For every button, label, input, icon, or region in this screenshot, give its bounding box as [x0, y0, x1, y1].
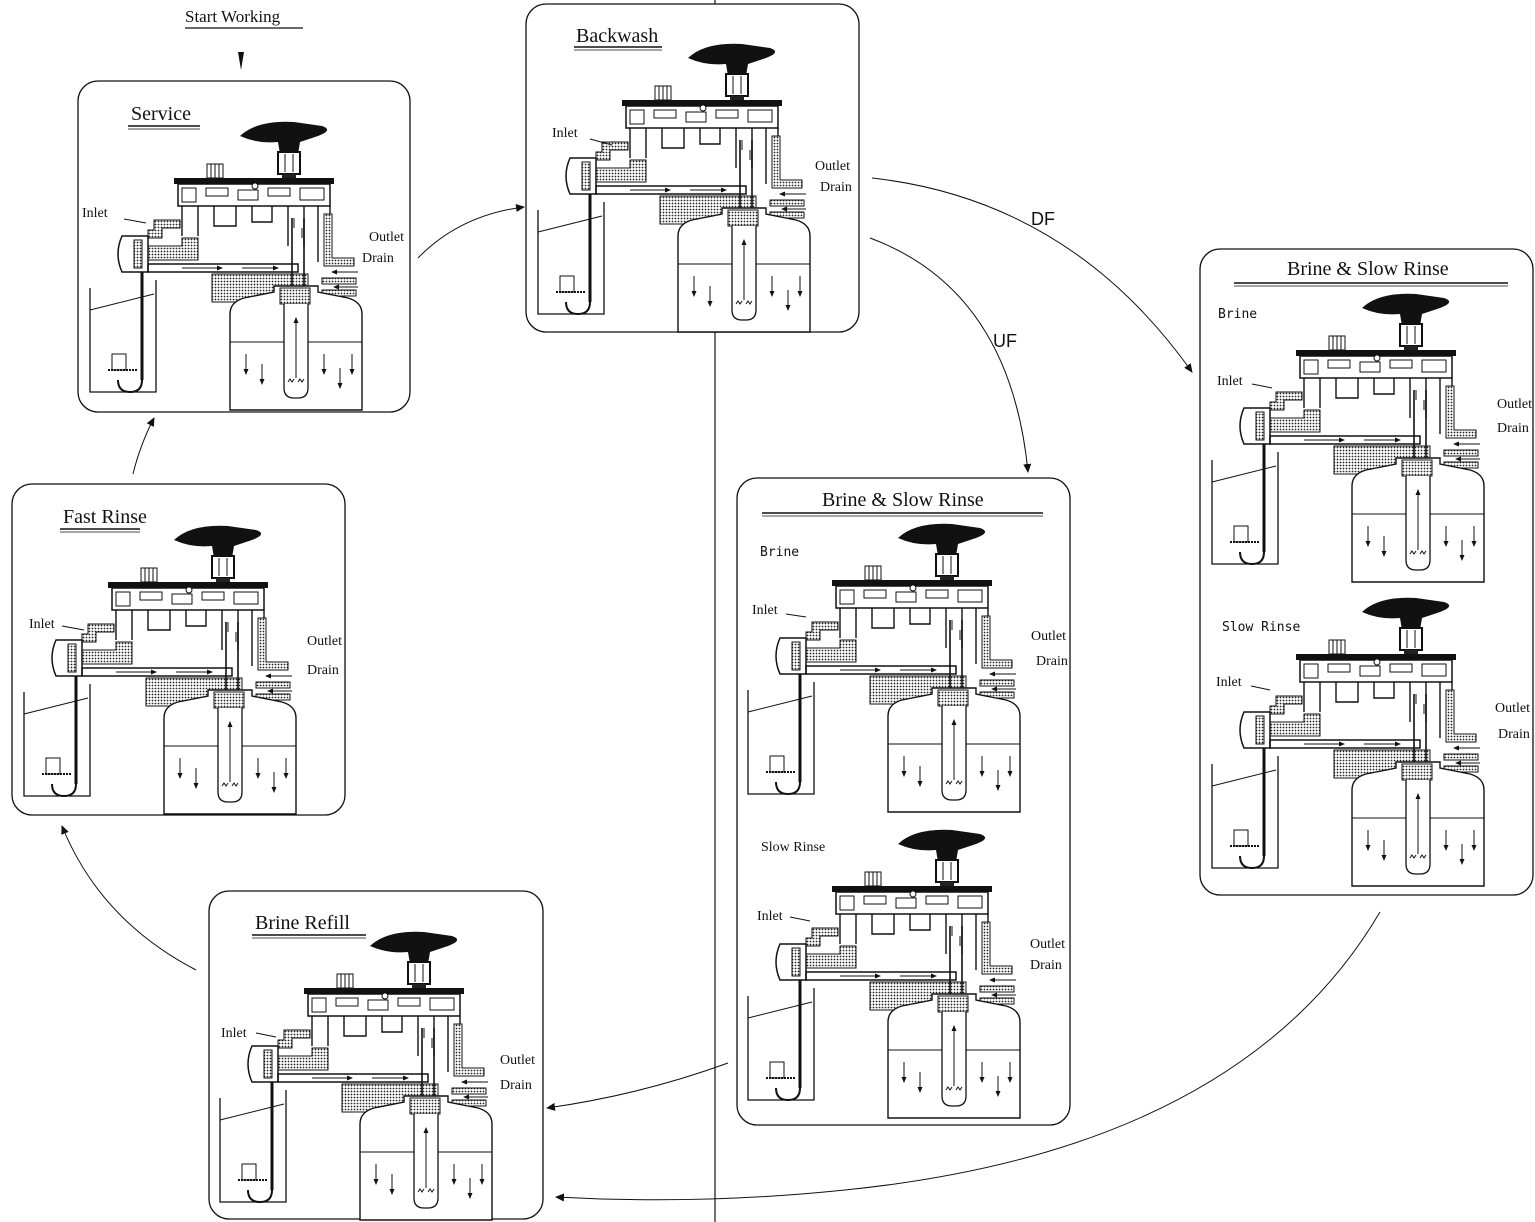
drain-label: Drain: [1030, 958, 1062, 973]
arrow-service-to-backwash: [417, 204, 525, 259]
inlet-label: Inlet: [221, 1026, 247, 1041]
arrow-brine-refill-to-fast-rinse: [61, 825, 197, 971]
outlet-label: Outlet: [500, 1053, 535, 1068]
outlet-label: Outlet: [307, 634, 342, 649]
outlet-label: Outlet: [369, 230, 404, 245]
inlet-label: Inlet: [757, 909, 783, 924]
slow-rinse-sublabel: Slow Rinse: [1222, 620, 1300, 635]
inlet-label: Inlet: [1217, 374, 1243, 389]
panel-title: Fast Rinse: [63, 506, 147, 528]
arrow-backwash-to-uf: [869, 237, 1032, 473]
outlet-label: Outlet: [1031, 629, 1066, 644]
outlet-label: Outlet: [815, 159, 850, 174]
panel-title: Brine & Slow Rinse: [1287, 258, 1449, 280]
panel-backwash: Backwash Inlet Outlet Drain: [525, 3, 860, 332]
arrow-uf-to-brine-refill: [546, 1062, 729, 1111]
arrow-fast-rinse-to-service: [132, 417, 155, 475]
drain-label: Drain: [500, 1078, 532, 1093]
slow-rinse-sublabel: Slow Rinse: [761, 840, 825, 855]
start-working-text: Start Working: [185, 7, 281, 26]
outlet-label: Outlet: [1030, 937, 1065, 952]
drain-label: Drain: [1498, 727, 1530, 742]
inlet-label: Inlet: [1216, 675, 1242, 690]
drain-label: Drain: [307, 663, 339, 678]
drain-label: Drain: [1497, 421, 1529, 436]
inlet-label: Inlet: [752, 603, 778, 618]
drain-label: Drain: [362, 251, 394, 266]
inlet-label: Inlet: [82, 206, 108, 221]
brine-sublabel: Brine: [760, 545, 799, 560]
uf-label: UF: [993, 331, 1017, 351]
panel-title: Service: [131, 103, 191, 125]
inlet-label: Inlet: [552, 126, 578, 141]
panel-title: Backwash: [576, 25, 658, 47]
start-working-label: Start Working: [185, 7, 303, 70]
drain-label: Drain: [1036, 654, 1068, 669]
outlet-label: Outlet: [1497, 397, 1532, 412]
panel-fast-rinse: Fast Rinse Inlet Outlet Drain: [11, 483, 346, 816]
panel-brine-slow-rinse-uf: Brine & Slow Rinse Brine Inlet Outlet Dr…: [736, 477, 1071, 1126]
panel-service: Service Inlet Outlet Drain: [77, 80, 411, 413]
arrow-df-to-brine-refill: [555, 911, 1381, 1202]
df-label: DF: [1031, 209, 1055, 229]
outlet-label: Outlet: [1495, 701, 1530, 716]
arrow-backwash-to-df: [871, 177, 1193, 373]
panel-brine-refill: Brine Refill Inlet Outlet Drain: [208, 890, 544, 1220]
brine-sublabel: Brine: [1218, 307, 1257, 322]
panel-title: Brine Refill: [255, 912, 350, 934]
start-arrow-icon: [238, 52, 244, 70]
panel-title: Brine & Slow Rinse: [822, 489, 984, 511]
drain-label: Drain: [820, 180, 852, 195]
inlet-label: Inlet: [29, 617, 55, 632]
panel-brine-slow-rinse-df: Brine & Slow Rinse Brine Inlet Outlet Dr…: [1199, 248, 1534, 896]
